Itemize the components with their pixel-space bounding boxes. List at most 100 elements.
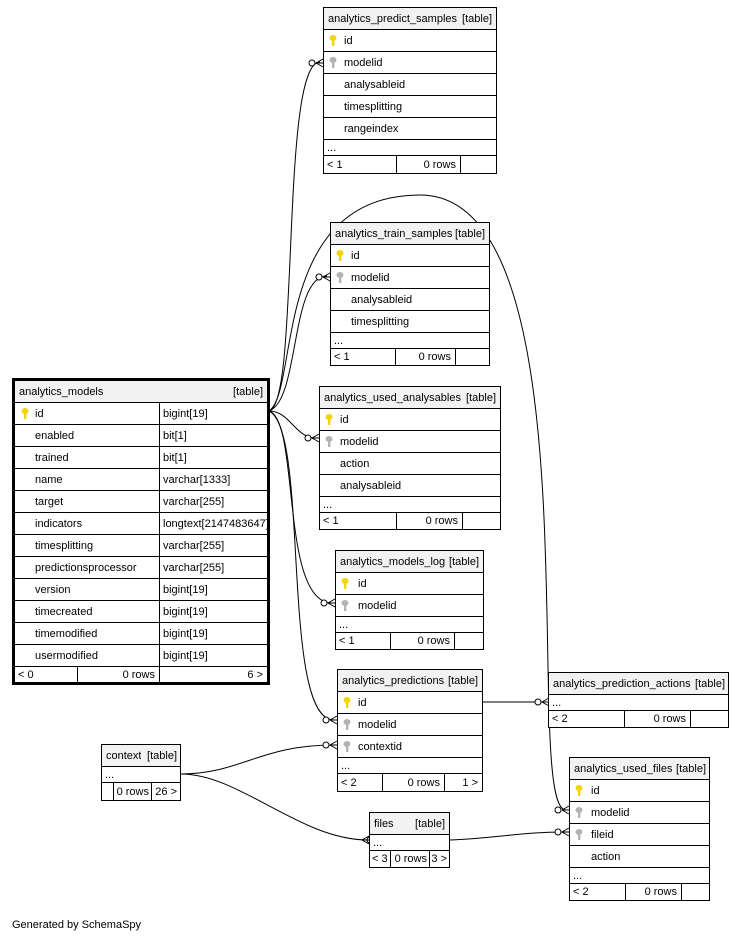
column-name: analysableid: [344, 78, 406, 91]
table-tag: [table]: [695, 677, 725, 690]
column-type: bigint[19]: [159, 403, 267, 424]
edge-end-circle: [320, 599, 328, 607]
row-count: 0 rows: [390, 851, 429, 867]
table-name[interactable]: analytics_predict_samples: [328, 12, 458, 25]
primary-key-icon: [21, 403, 29, 424]
table-analytics-predictions[interactable]: analytics_predictions [table] id modelid…: [337, 669, 483, 792]
column-row[interactable]: fileid: [570, 824, 709, 846]
foreign-key-icon: [343, 714, 351, 735]
column-row[interactable]: modelid: [320, 431, 500, 453]
table-name[interactable]: analytics_predictions: [342, 674, 445, 687]
column-name: id: [35, 407, 44, 420]
parents-count[interactable]: < 2: [341, 776, 357, 789]
column-row[interactable]: rangeindex: [324, 118, 496, 140]
parents-count[interactable]: < 1: [327, 158, 343, 171]
column-row[interactable]: id: [336, 573, 483, 595]
table-files[interactable]: files [table] ... < 3 0 rows 3 >: [369, 812, 450, 868]
column-type: bit[1]: [159, 447, 267, 468]
edge-end-circle: [322, 716, 330, 724]
ellipsis-row: ...: [331, 333, 489, 349]
column-row[interactable]: contextid: [338, 736, 482, 758]
table-analytics-used-files[interactable]: analytics_used_files [table] id modelid …: [569, 757, 710, 901]
column-row[interactable]: enabled bit[1]: [15, 425, 267, 447]
column-name: timemodified: [35, 627, 98, 640]
table-name[interactable]: analytics_models: [19, 385, 104, 398]
table-analytics-models-log[interactable]: analytics_models_log [table] id modelid …: [335, 550, 484, 650]
column-row[interactable]: name varchar[1333]: [15, 469, 267, 491]
table-analytics-predict-samples[interactable]: analytics_predict_samples [table] id mod…: [323, 7, 497, 174]
column-row[interactable]: analysableid: [320, 475, 500, 497]
column-row[interactable]: id: [338, 692, 482, 714]
column-type: bigint[19]: [159, 601, 267, 622]
table-analytics-used-analysables[interactable]: analytics_used_analysables [table] id mo…: [319, 386, 501, 530]
column-row[interactable]: timesplitting: [324, 96, 496, 118]
table-footer: 0 rows 26 >: [102, 783, 180, 800]
column-row[interactable]: modelid: [331, 267, 489, 289]
column-row[interactable]: modelid: [324, 52, 496, 74]
ellipsis-row: ...: [549, 695, 728, 711]
edge-train-samples-models: [268, 275, 328, 412]
parents-count[interactable]: < 1: [339, 635, 355, 647]
column-row[interactable]: id: [324, 30, 496, 52]
column-row[interactable]: action: [320, 453, 500, 475]
column-type: varchar[255]: [159, 491, 267, 512]
column-row[interactable]: timesplitting: [331, 311, 489, 333]
edge-files-context: [180, 773, 369, 841]
column-name: usermodified: [35, 649, 98, 662]
column-row[interactable]: predictionsprocessor varchar[255]: [15, 557, 267, 579]
crow-foot: [311, 433, 320, 443]
column-name: timesplitting: [344, 100, 403, 113]
table-footer: < 2 0 rows: [549, 711, 728, 727]
column-row[interactable]: analysableid: [331, 289, 489, 311]
column-row[interactable]: indicators longtext[2147483647]: [15, 513, 267, 535]
table-analytics-train-samples[interactable]: analytics_train_samples [table] id model…: [330, 222, 490, 366]
ellipsis-row: ...: [338, 758, 482, 774]
column-row[interactable]: analysableid: [324, 74, 496, 96]
column-row[interactable]: id: [331, 245, 489, 267]
column-name: id: [358, 696, 367, 709]
parents-count[interactable]: < 0: [18, 669, 34, 681]
ellipsis-row: ...: [570, 868, 709, 884]
table-name[interactable]: analytics_used_files: [574, 762, 673, 775]
table-name[interactable]: analytics_used_analysables: [324, 391, 461, 404]
table-name[interactable]: context: [106, 749, 142, 762]
crow-foot: [361, 835, 370, 845]
table-analytics-prediction-actions[interactable]: analytics_prediction_actions [table] ...…: [548, 672, 729, 728]
column-row[interactable]: version bigint[19]: [15, 579, 267, 601]
table-name[interactable]: files: [374, 817, 394, 830]
column-name: target: [35, 495, 64, 508]
table-analytics-models[interactable]: analytics_models [table] id bigint[19] e…: [12, 378, 270, 685]
column-row[interactable]: modelid: [570, 802, 709, 824]
table-name[interactable]: analytics_prediction_actions: [553, 677, 691, 690]
parents-count[interactable]: < 2: [552, 713, 568, 725]
parents-count[interactable]: < 3: [372, 853, 388, 865]
column-row[interactable]: target varchar[255]: [15, 491, 267, 513]
column-row[interactable]: modelid: [338, 714, 482, 736]
parents-count[interactable]: < 2: [573, 886, 589, 898]
parents-count[interactable]: < 1: [323, 515, 339, 527]
column-row[interactable]: timesplitting varchar[255]: [15, 535, 267, 557]
table-context[interactable]: context [table] ... 0 rows 26 >: [101, 744, 181, 801]
column-row[interactable]: id: [320, 409, 500, 431]
table-name[interactable]: analytics_models_log: [340, 555, 446, 568]
children-count[interactable]: 1 >: [444, 774, 482, 791]
column-row[interactable]: id: [570, 780, 709, 802]
column-row[interactable]: action: [570, 846, 709, 868]
children-count: [454, 633, 483, 649]
column-name: timesplitting: [351, 315, 410, 328]
parents-count[interactable]: < 1: [334, 351, 350, 363]
column-row[interactable]: id bigint[19]: [15, 403, 267, 425]
children-count[interactable]: 26 >: [151, 783, 180, 800]
column-row[interactable]: usermodified bigint[19]: [15, 645, 267, 667]
table-name[interactable]: analytics_train_samples: [335, 227, 453, 240]
column-row[interactable]: timecreated bigint[19]: [15, 601, 267, 623]
column-row[interactable]: timemodified bigint[19]: [15, 623, 267, 645]
children-count[interactable]: 3 >: [429, 851, 449, 867]
table-footer: < 1 0 rows: [320, 513, 500, 529]
column-row[interactable]: trained bit[1]: [15, 447, 267, 469]
column-name: id: [340, 413, 349, 426]
column-name: action: [591, 850, 621, 863]
column-row[interactable]: modelid: [336, 595, 483, 617]
children-count[interactable]: 6 >: [159, 667, 267, 683]
ellipsis-row: ...: [336, 617, 483, 633]
